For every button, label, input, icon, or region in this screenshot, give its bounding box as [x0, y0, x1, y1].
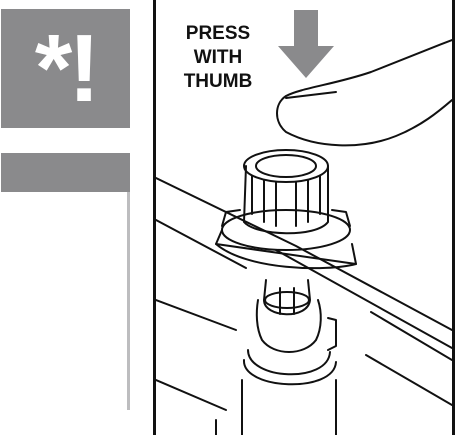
instruction-line-1: PRESS [185, 23, 251, 44]
warning-symbol-badge: *! [1, 9, 130, 128]
instruction-line-3: THUMB [183, 71, 253, 92]
instruction-figure: PRESS WITH THUMB [153, 0, 455, 435]
rinse-aid-cap-illustration [156, 10, 452, 435]
instruction-line-2: WITH [193, 47, 243, 68]
press-with-thumb-label: PRESS WITH THUMB [168, 22, 268, 94]
press-down-arrow-icon [278, 10, 334, 78]
section-header-bar [1, 153, 130, 192]
section-divider-line [127, 192, 130, 410]
